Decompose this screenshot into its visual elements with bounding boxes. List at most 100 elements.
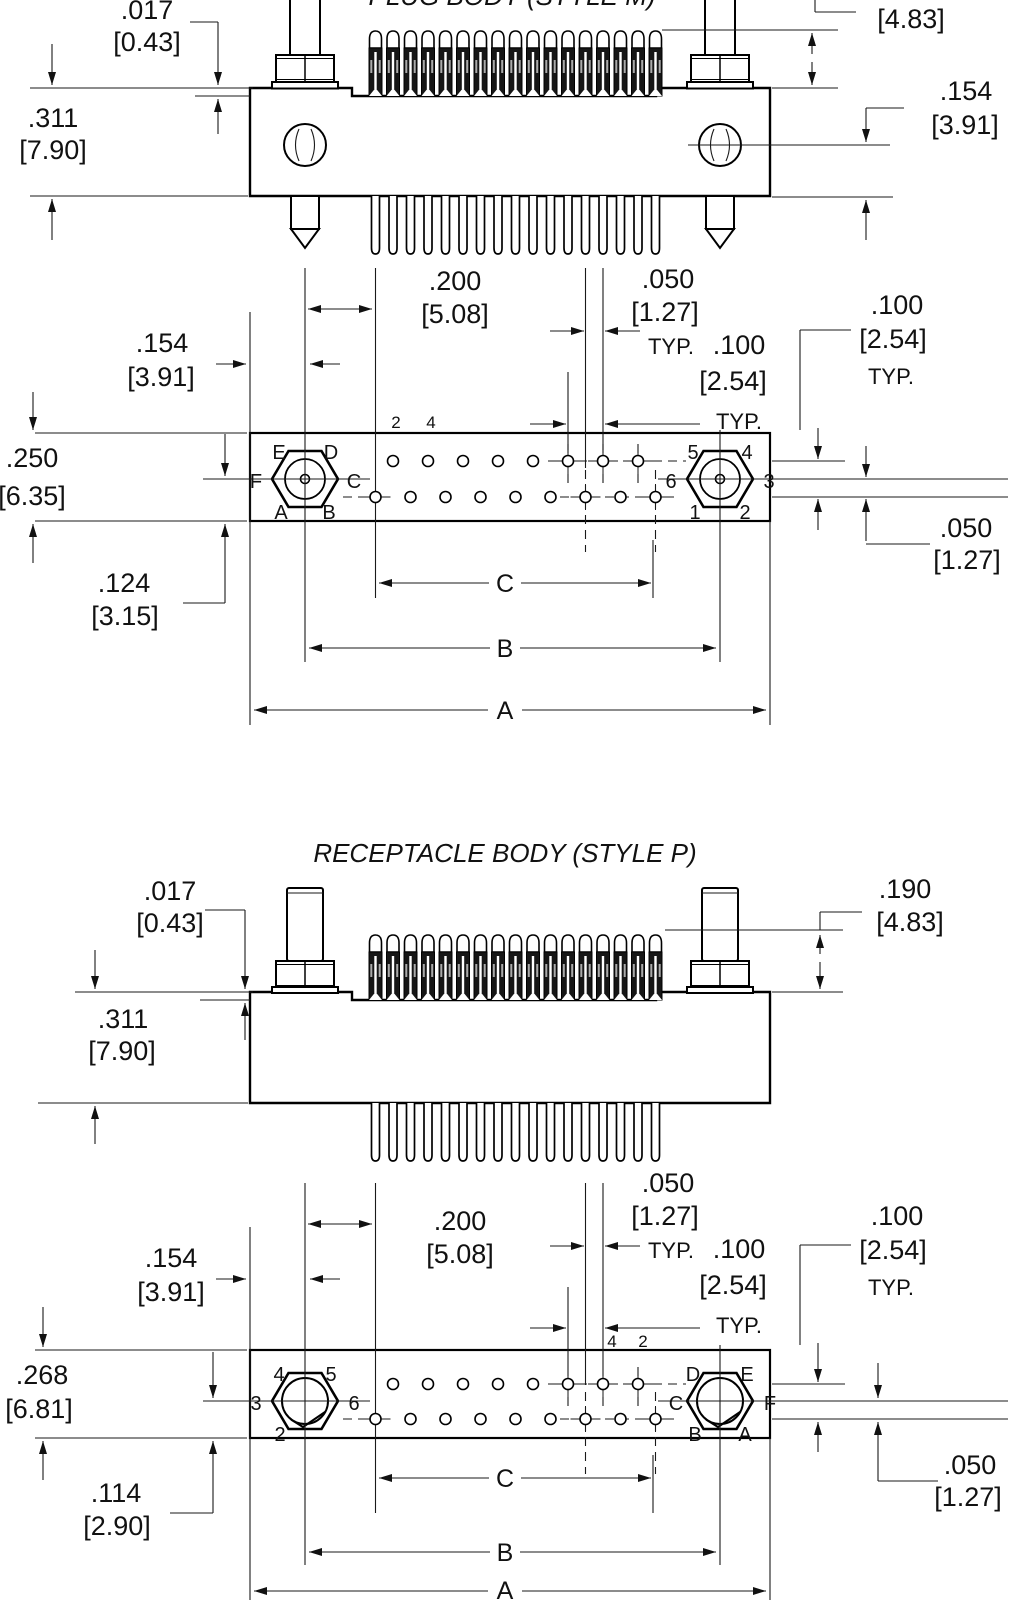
dim-154-mm: [3.91]: [127, 362, 195, 392]
pin-num2-2: 2: [638, 1332, 647, 1351]
hexL-r: C: [347, 471, 361, 493]
dim-100-mm: [2.54]: [699, 366, 767, 396]
hexR-tr: 4: [741, 442, 752, 464]
receptacle-body-outline: [248, 990, 772, 1105]
typ2-050: TYP.: [648, 1238, 694, 1263]
hexL2-r: 6: [348, 1393, 359, 1415]
dim-250-in: .250: [6, 443, 59, 473]
dim-050-in: .050: [642, 264, 695, 294]
dim2-B: B: [497, 1539, 514, 1567]
dim2-A: A: [497, 1577, 514, 1600]
receptacle-section: RECEPTACLE BODY (STYLE P) .017 [0.43] .3…: [5, 838, 1008, 1600]
typ-100r: TYP.: [868, 364, 914, 389]
dim2-200-mm: [5.08]: [426, 1239, 494, 1269]
plug-body-outline: [248, 86, 772, 198]
dim-190-mm: [4.83]: [877, 4, 945, 34]
dim2-311-in: .311: [98, 1004, 149, 1034]
dim-B: B: [497, 635, 514, 663]
dim-311-mm: [7.90]: [19, 135, 87, 165]
dim2-C: C: [496, 1465, 514, 1493]
typ-100: TYP.: [716, 409, 762, 434]
dim2-050-mm: [1.27]: [631, 1201, 699, 1231]
hexR-br: 2: [739, 502, 750, 524]
dim2-154-in: .154: [145, 1243, 198, 1273]
dim-017-mm: [0.43]: [113, 27, 181, 57]
pin-num-2: 2: [391, 413, 400, 432]
hexR2-r: F: [764, 1393, 776, 1415]
dim2-114-in: .114: [91, 1478, 142, 1508]
hexL2-bl: 2: [274, 1424, 285, 1446]
dim-124-mm: [3.15]: [91, 601, 159, 631]
dim2-190-mm: [4.83]: [876, 907, 944, 937]
dim-A: A: [497, 697, 514, 725]
hexL-tr: D: [324, 442, 338, 464]
mounting-hole-left: [283, 123, 327, 167]
dim-100-in: .100: [713, 330, 766, 360]
dim2-190-in: .190: [879, 874, 932, 904]
contact-tails-row-2: [370, 1102, 661, 1162]
dim2-268-in: .268: [16, 1360, 69, 1390]
jackscrew-right: [686, 0, 754, 250]
contact-pins-row: [368, 30, 663, 97]
pin-num-4: 4: [426, 413, 435, 432]
dim2-311-mm: [7.90]: [88, 1036, 156, 1066]
plug-title: PLUG BODY (STYLE M): [368, 0, 655, 11]
hexL-bl: A: [274, 502, 288, 524]
dim-050br-in: .050: [940, 513, 993, 543]
dim2-017-mm: [0.43]: [136, 908, 204, 938]
plug-side-view: .017 [0.43] .311 [7.90] .190 [4.83] .154…: [19, 0, 999, 255]
hexL-br: B: [322, 502, 335, 524]
typ2-100: TYP.: [716, 1313, 762, 1338]
hexR-r: 3: [763, 471, 774, 493]
hexR2-tr: E: [740, 1364, 753, 1386]
dim-C: C: [496, 570, 514, 598]
dim-200-mm: [5.08]: [421, 299, 489, 329]
dim2-114-mm: [2.90]: [83, 1511, 151, 1541]
dim2-050br-mm: [1.27]: [934, 1482, 1002, 1512]
standoff-right: [686, 887, 754, 994]
contact-tails-row: [370, 195, 661, 255]
plug-section: PLUG BODY (STYLE M): [0, 0, 1008, 725]
dim-154r-mm: [3.91]: [931, 110, 999, 140]
contact-holes-bot-p2: [614, 490, 627, 504]
contact-holes-top-cl: [552, 447, 654, 475]
dim-154r-in: .154: [940, 76, 993, 106]
dim-100r-in: .100: [871, 290, 924, 320]
dim-124-in: .124: [98, 568, 151, 598]
standoff-left: [271, 887, 339, 994]
dim2-268-mm: [6.81]: [5, 1394, 73, 1424]
receptacle-footprint-outline: [248, 1348, 772, 1440]
dim2-100-in: .100: [713, 1234, 766, 1264]
dim-017-in: .017: [121, 0, 174, 25]
hexR-tl: 5: [687, 442, 698, 464]
hexR2-l: C: [669, 1393, 683, 1415]
dim-100r-mm: [2.54]: [859, 324, 927, 354]
hexL2-tl: 4: [273, 1364, 284, 1386]
typ2-100r: TYP.: [868, 1275, 914, 1300]
receptacle-footprint-view: 4 5 3 6 2 D E C F B A 4 2 .050 [1.27] .2…: [5, 1168, 1008, 1600]
dim-311-in: .311: [28, 103, 79, 133]
receptacle-side-view: .017 [0.43] .311 [7.90] .190 [4.83]: [38, 874, 944, 1162]
hexL-tl: E: [272, 442, 285, 464]
hexL-l: F: [250, 471, 262, 493]
dim2-050-in: .050: [642, 1168, 695, 1198]
receptacle-title: RECEPTACLE BODY (STYLE P): [313, 838, 696, 868]
dim2-050br-in: .050: [944, 1450, 997, 1480]
dim2-017-in: .017: [144, 876, 197, 906]
contact-holes-top-cl-2: [552, 1370, 654, 1398]
contact-pins-row-2: [368, 934, 663, 1001]
dim2-154-mm: [3.91]: [137, 1277, 205, 1307]
hexR2-bl: B: [688, 1424, 701, 1446]
plug-footprint-view: E D F C A B 5 4 6 3 1 2 2 4 .200 [5.08] …: [0, 264, 1008, 725]
contact-holes-bot-p2-2: [614, 1412, 627, 1426]
hexL2-l: 3: [250, 1393, 261, 1415]
pin-num2-4: 4: [607, 1332, 616, 1351]
hexL2-tr: 5: [325, 1364, 336, 1386]
hexR-l: 6: [665, 471, 676, 493]
hexR2-tl: D: [686, 1364, 700, 1386]
dim2-200-in: .200: [434, 1206, 487, 1236]
dim-200-in: .200: [429, 266, 482, 296]
dim-250-mm: [6.35]: [0, 481, 66, 511]
